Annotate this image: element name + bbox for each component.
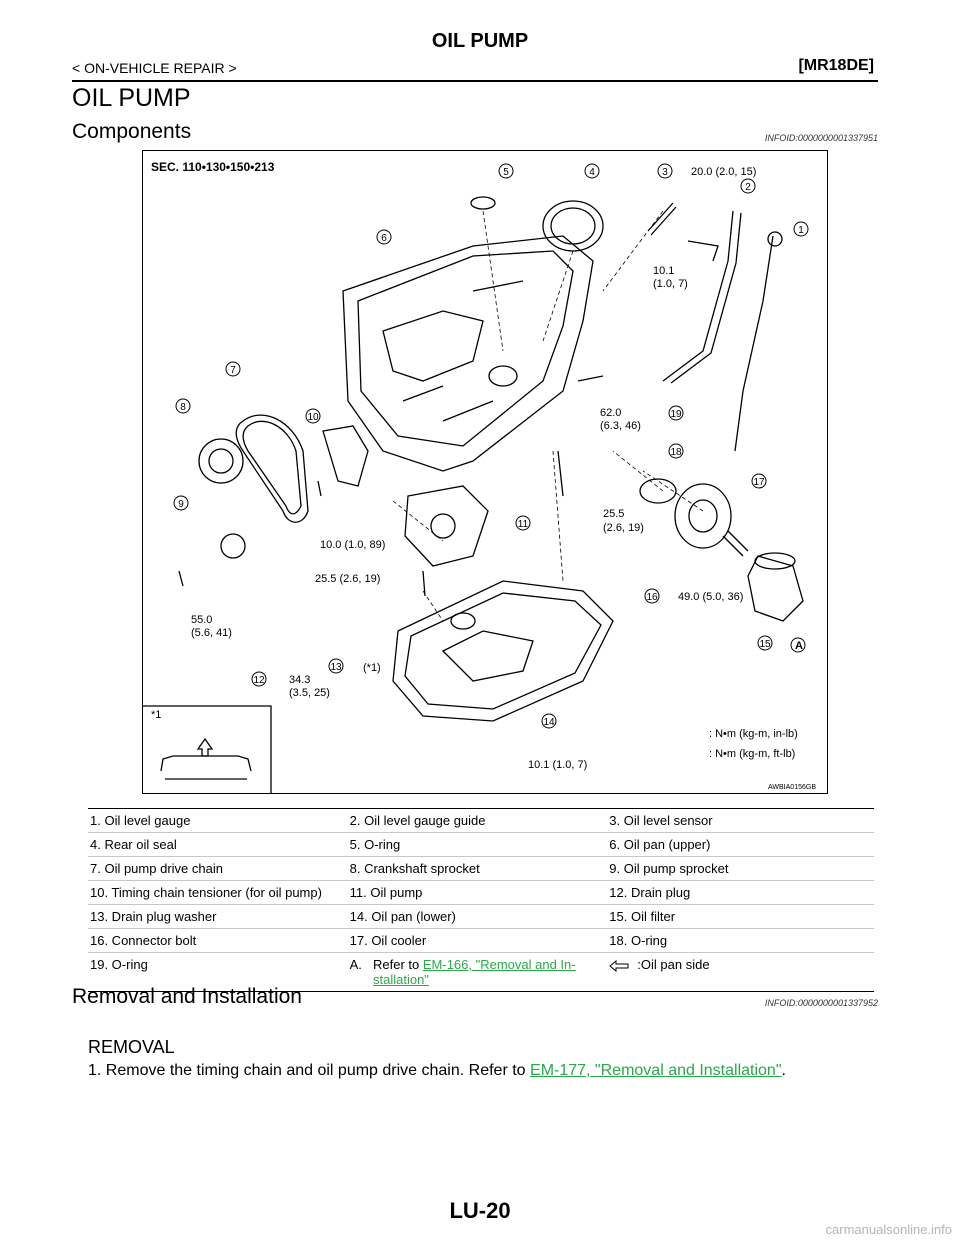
components-title: Components xyxy=(72,120,192,143)
components-infoid: INFOID:0000000001337951 xyxy=(764,133,878,143)
em-166-link[interactable]: EM-166, "Removal and In-stallation" xyxy=(373,957,576,987)
svg-text:2: 2 xyxy=(745,182,751,193)
svg-text:9: 9 xyxy=(178,499,184,510)
svg-text:16: 16 xyxy=(646,592,658,603)
torque-3: 20.0 (2.0, 15) xyxy=(691,166,756,178)
header-title: OIL PUMP xyxy=(431,30,529,52)
svg-text:5: 5 xyxy=(503,167,509,178)
page-heading: OIL PUMP xyxy=(72,84,191,112)
step-1-end: . xyxy=(781,1062,786,1079)
torque-55-b: (5.6, 41) xyxy=(191,627,232,639)
svg-text:1: 1 xyxy=(798,225,804,236)
torque-25-a: 25.5 xyxy=(603,508,624,520)
parts-cell: 4. Rear oil seal xyxy=(88,832,348,857)
parts-cell: 19. O-ring xyxy=(88,952,348,992)
parts-cell: 5. O-ring xyxy=(347,832,608,857)
legend-in-lb: : N•m (kg-m, in-lb) xyxy=(709,728,798,740)
removal-step-1: 1. Remove the timing chain and oil pump … xyxy=(88,1062,786,1080)
svg-text:17: 17 xyxy=(753,477,765,488)
svg-text:13: 13 xyxy=(330,662,342,673)
svg-text:18: 18 xyxy=(670,447,682,458)
parts-cell: 16. Connector bolt xyxy=(88,928,348,953)
removal-subheading: REMOVAL xyxy=(88,1037,175,1057)
oil-pan-side-arrow-icon xyxy=(609,959,629,972)
figure-code: AWBIA0156GB xyxy=(768,784,816,791)
svg-text:8: 8 xyxy=(180,402,186,413)
parts-cell: 12. Drain plug xyxy=(607,880,874,905)
parts-cell: 9. Oil pump sprocket xyxy=(607,856,874,881)
parts-cell: 1. Oil level gauge xyxy=(88,808,348,833)
svg-text:7: 7 xyxy=(230,365,236,376)
ref-prefix: A. xyxy=(349,957,362,972)
parts-cell: 10. Timing chain tensioner (for oil pump… xyxy=(88,880,348,905)
parts-cell: 3. Oil level sensor xyxy=(607,808,874,833)
torque-25-inline: 25.5 (2.6, 19) xyxy=(315,573,380,585)
svg-text:3: 3 xyxy=(662,167,668,178)
parts-cell: 11. Oil pump xyxy=(347,880,608,905)
torque-10-1-a: 10.1 xyxy=(653,265,674,277)
parts-cell: 2. Oil level gauge guide xyxy=(347,808,608,833)
torque-10-0: 10.0 (1.0, 89) xyxy=(320,539,385,551)
svg-text:4: 4 xyxy=(589,167,595,178)
parts-cell: 15. Oil filter xyxy=(607,904,874,929)
step-1-text: 1. Remove the timing chain and oil pump … xyxy=(88,1062,531,1079)
torque-13-note: (*1) xyxy=(363,662,381,674)
parts-cell: 6. Oil pan (upper) xyxy=(607,832,874,857)
reference-a-marker: A xyxy=(795,640,803,652)
torque-10-1-b: (1.0, 7) xyxy=(653,278,688,290)
removal-infoid: INFOID:0000000001337952 xyxy=(764,998,878,1008)
parts-cell: 14. Oil pan (lower) xyxy=(347,904,608,929)
inset-label: *1 xyxy=(151,709,161,721)
removal-title: Removal and Installation xyxy=(72,985,302,1008)
parts-cell: 13. Drain plug washer xyxy=(88,904,348,929)
watermark: carmanualsonline.info xyxy=(825,1222,952,1237)
torque-34-b: (3.5, 25) xyxy=(289,687,330,699)
svg-text:14: 14 xyxy=(543,717,555,728)
legend-ft-lb: : N•m (kg-m, ft-lb) xyxy=(709,748,795,760)
parts-cell: 8. Crankshaft sprocket xyxy=(347,856,608,881)
header-section-right: [MR18DE] xyxy=(798,57,874,74)
parts-cell: 7. Oil pump drive chain xyxy=(88,856,348,881)
page-number: LU-20 xyxy=(449,1198,511,1223)
svg-text:19: 19 xyxy=(670,409,682,420)
header-rule xyxy=(72,80,878,82)
torque-62-b: (6.3, 46) xyxy=(600,420,641,432)
parts-cell-ref-a: A. Refer to EM-166, "Removal and In-stal… xyxy=(347,952,608,992)
parts-cell: 17. Oil cooler xyxy=(347,928,608,953)
diagram-sec-label: SEC. 110•130•150•213 xyxy=(151,160,275,174)
parts-cell-oil-pan-side: :Oil pan side xyxy=(607,952,874,992)
torque-49: 49.0 (5.0, 36) xyxy=(678,591,743,603)
svg-text:15: 15 xyxy=(759,639,771,650)
svg-text:11: 11 xyxy=(518,519,529,530)
svg-text:6: 6 xyxy=(381,233,387,244)
torque-25-b: (2.6, 19) xyxy=(603,522,644,534)
torque-55-a: 55.0 xyxy=(191,614,212,626)
torque-34-a: 34.3 xyxy=(289,674,310,686)
ref-text: Refer to xyxy=(373,957,423,972)
oil-pan-side-label: :Oil pan side xyxy=(637,957,710,972)
torque-10-1-bottom: 10.1 (1.0, 7) xyxy=(528,759,587,771)
svg-text:12: 12 xyxy=(253,675,265,686)
torque-62-a: 62.0 xyxy=(600,407,621,419)
parts-row-last: 19. O-ring A. Refer to EM-166, "Removal … xyxy=(88,952,874,992)
parts-cell: 18. O-ring xyxy=(607,928,874,953)
svg-text:10: 10 xyxy=(307,412,319,423)
parts-row: 10. Timing chain tensioner (for oil pump… xyxy=(88,880,874,905)
header-section-left: < ON-VEHICLE REPAIR > xyxy=(72,60,237,76)
em-177-link[interactable]: EM-177, "Removal and Installation" xyxy=(530,1062,782,1079)
